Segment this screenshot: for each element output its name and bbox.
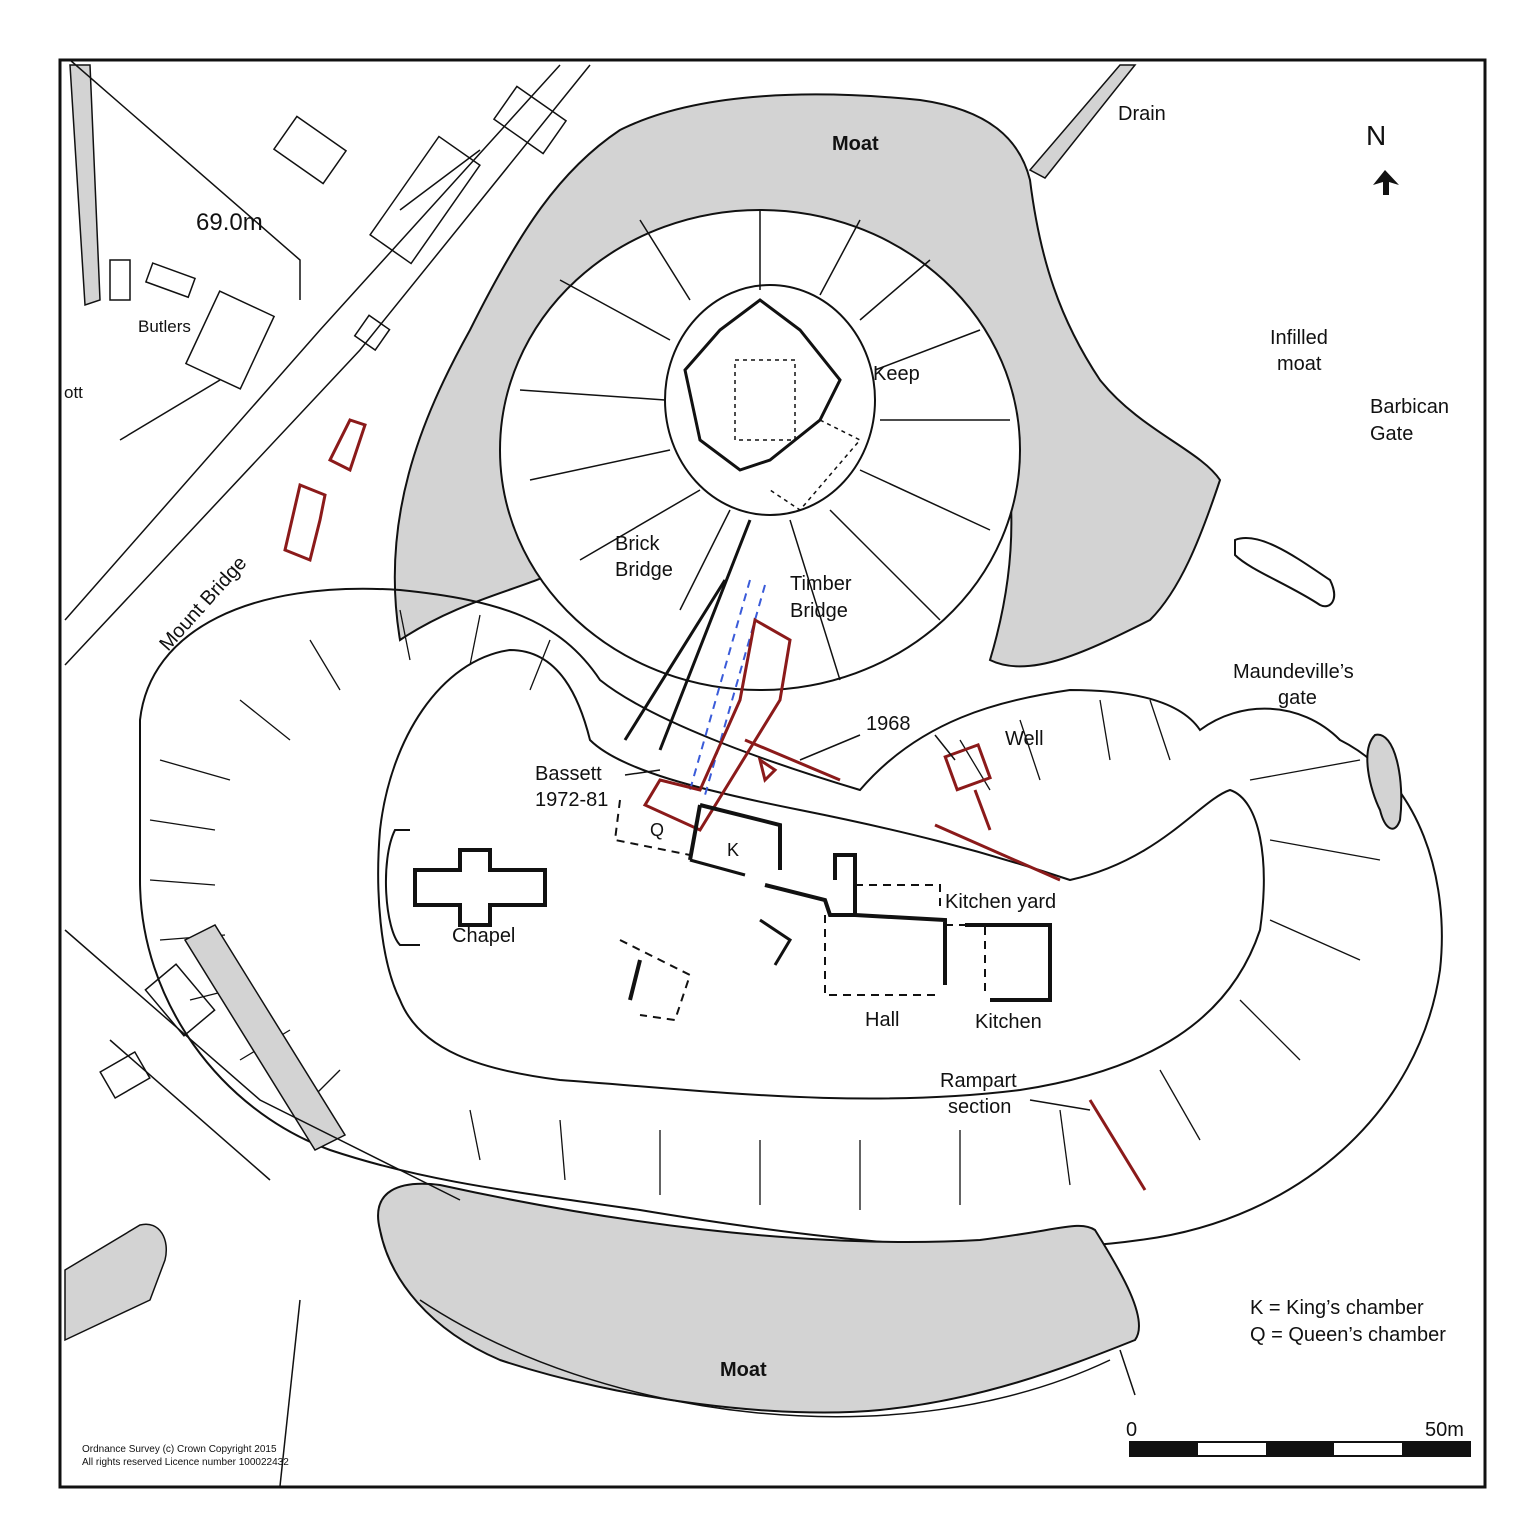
label-hall: Hall [865,1009,899,1031]
label-kitchen-yard: Kitchen yard [945,891,1056,913]
label-chapel: Chapel [452,925,515,947]
label-north: N [1366,120,1386,151]
keep-building [683,298,842,472]
keep-inner [734,359,796,441]
legend-q: Q = Queen’s chamber [1250,1324,1446,1346]
label-butlers: Butlers [138,317,191,336]
label-maundeville-1: Maundeville’s [1233,661,1354,683]
brick-bridge [623,519,752,751]
label-timber-bridge-2: Bridge [790,600,848,622]
label-brick-bridge-1: Brick [615,533,660,555]
chapel-apse [384,829,420,946]
south-moat [377,1182,1140,1414]
scale-label-end: 50m [1425,1419,1464,1441]
north-arrow-icon [1373,170,1399,195]
leader-rampart [1029,1099,1091,1111]
leader-1968 [799,734,861,761]
label-moat-south: Moat [720,1359,767,1381]
scale-label-start: 0 [1126,1419,1137,1441]
label-barbican-2: Gate [1370,423,1413,445]
label-rampart-2: section [948,1096,1011,1118]
label-bassett-1: Bassett [535,763,602,785]
label-q: Q [650,820,664,840]
keep-mound-top [664,284,876,516]
label-moat-north: Moat [832,133,879,155]
inner-bailey [377,648,1265,1100]
label-keep: Keep [873,363,920,385]
label-maundeville-2: gate [1278,687,1317,709]
timber-bridge [689,579,766,796]
east-pond [1366,733,1403,830]
west-road-strip [69,64,101,307]
buildings [99,85,568,1100]
copyright-line-2: All rights reserved Licence number 10002… [82,1457,289,1468]
label-infilled-1: Infilled [1270,327,1328,349]
hall-kitchen [764,853,1052,1002]
label-timber-bridge-1: Timber [790,573,852,595]
copyright-line-1: Ordnance Survey (c) Crown Copyright 2015 [82,1444,277,1455]
scale-bar [1129,1441,1471,1457]
chapel-building [413,848,547,927]
label-brick-bridge-2: Bridge [615,559,673,581]
label-well: Well [1005,728,1044,750]
west-ditch [183,924,347,1151]
southwest-pond [64,1223,167,1342]
label-k: K [727,840,739,860]
chambers [613,799,793,1022]
keep-gate-dashed [769,419,862,511]
label-rampart-1: Rampart [940,1070,1017,1092]
label-1968: 1968 [866,713,911,735]
leader-bassett [624,769,661,776]
label-kitchen: Kitchen [975,1011,1042,1033]
legend-k: K = King’s chamber [1250,1297,1424,1319]
road-lines [64,59,1136,1487]
label-infilled-2: moat [1277,353,1322,375]
drain-channel [1028,64,1137,179]
excavation-areas [283,418,1147,1191]
label-ott: ott [64,383,83,402]
leader-well [934,734,956,761]
rampart-hachures [149,609,1381,1210]
label-bassett-2: 1972-81 [535,789,608,811]
label-drain: Drain [1118,103,1166,125]
keep-mound-hachures [519,210,1010,681]
label-barbican-1: Barbican [1370,396,1449,418]
infilled-moat-pond [1234,537,1336,608]
outer-rampart-outer [139,587,1443,1250]
label-height: 69.0m [196,209,263,236]
